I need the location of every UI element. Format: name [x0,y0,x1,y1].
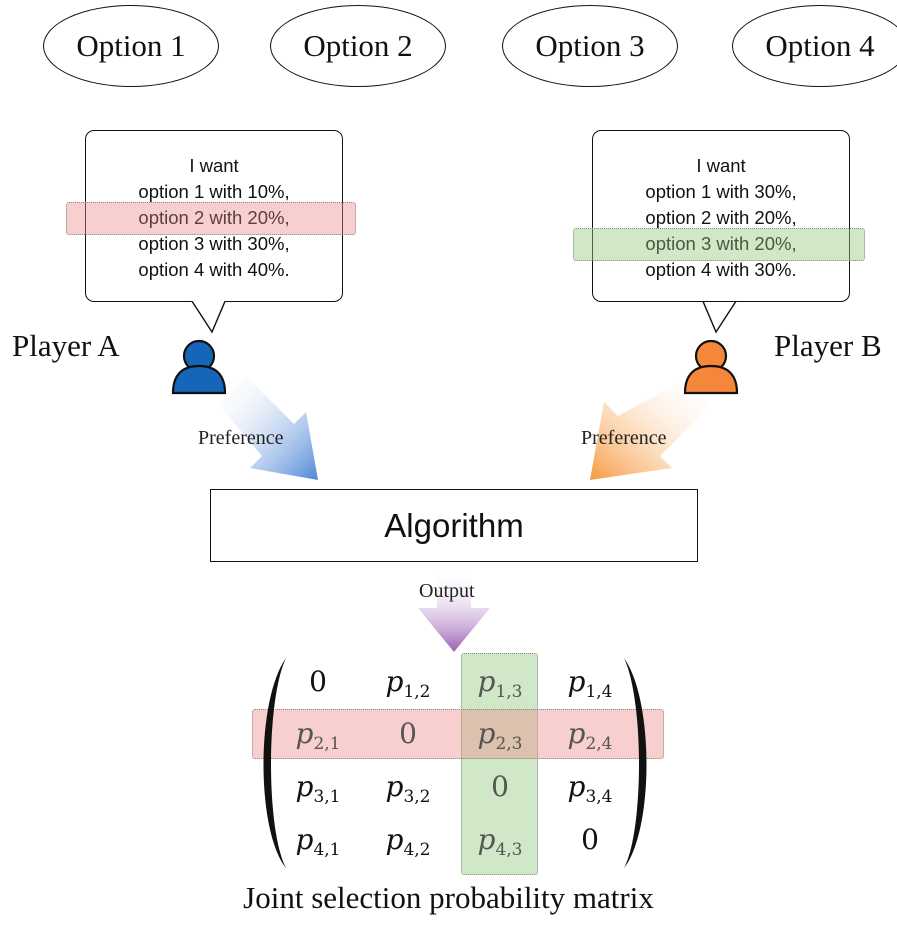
matrix-cell-symbol: p [385,823,404,856]
matrix-cell-subscript: 1,4 [585,682,613,702]
player-b-bubble-tail [703,301,736,332]
player-a-bubble-tail [192,301,225,332]
matrix-column-highlight [461,653,538,875]
bubble-line: option 4 with 40%. [138,259,290,280]
matrix-cell-subscript: 3,1 [313,787,341,807]
matrix-cell-symbol: p [477,717,496,750]
option-2-ellipse: Option 2 [270,5,446,87]
preference-arrow-a [218,376,318,480]
matrix-left-paren [263,658,286,868]
matrix-cell-symbol: p [295,717,314,750]
player-a-person-icon [171,339,227,395]
bubble-line: I want [189,155,239,176]
matrix-row-highlight [252,709,664,759]
matrix-cell-symbol: p [567,770,586,803]
matrix-cell: p1,4 [545,662,635,712]
matrix-cell-symbol: p [567,717,586,750]
bubble-line: option 4 with 30%. [645,259,797,280]
bubble-line: option 3 with 30%, [138,233,290,254]
matrix-cell-symbol: p [385,770,404,803]
player-a-label: Player A [12,328,120,363]
player-a-preference-label: Preference [198,427,284,449]
player-b-highlight [573,228,865,261]
matrix-cell: p3,2 [363,767,453,817]
matrix-cell-symbol: p [567,665,586,698]
matrix-cell: p4,3 [455,820,545,870]
matrix-cell-symbol: p [295,770,314,803]
matrix-cell-symbol: p [295,823,314,856]
matrix-cell: p3,4 [545,767,635,817]
matrix-cell: 0 [309,665,327,698]
matrix-cell-subscript: 3,2 [403,787,431,807]
matrix-right-paren [624,658,647,868]
bubble-line: option 2 with 20%, [645,207,797,228]
player-a-bubble-text: I want option 1 with 10%, option 2 with … [85,153,343,283]
matrix-cell: 0 [491,770,509,803]
matrix-cell: p3,1 [273,767,363,817]
bubble-line: option 2 with 20%, [138,207,290,228]
matrix-cell: p4,2 [363,820,453,870]
option-1-ellipse: Option 1 [43,5,219,87]
matrix-cell-subscript: 3,4 [585,787,613,807]
matrix-cell-subscript: 2,4 [585,734,613,754]
player-b-preference-label: Preference [581,427,667,449]
matrix-cell-symbol: p [477,665,496,698]
player-a-highlight [66,202,356,235]
matrix-cell: p2,1 [273,714,363,764]
matrix-cell: 0 [581,823,599,856]
matrix-cell: p1,2 [363,662,453,712]
bubble-line: option 1 with 10%, [138,181,290,202]
matrix-cell-subscript: 1,3 [495,682,523,702]
algorithm-box: Algorithm [210,489,698,562]
matrix-cell-subscript: 4,3 [495,840,523,860]
option-3-ellipse: Option 3 [502,5,678,87]
matrix-cell-symbol: p [477,823,496,856]
matrix-cell: 0 [399,717,417,750]
matrix-caption: Joint selection probability matrix [243,880,654,915]
preference-arrow-b [590,380,710,480]
option-4-ellipse: Option 4 [732,5,897,87]
player-b-bubble-text: I want option 1 with 30%, option 2 with … [592,153,850,283]
player-b-person-icon [683,339,739,395]
matrix-cell: p2,3 [455,714,545,764]
output-arrow [418,568,490,652]
output-label: Output [419,580,475,602]
matrix-cell: p4,1 [273,820,363,870]
player-b-label: Player B [774,328,882,363]
player-a-speech-bubble [85,130,343,302]
player-b-speech-bubble [592,130,850,302]
matrix-cell-subscript: 4,2 [403,840,431,860]
matrix-cell-subscript: 2,3 [495,734,523,754]
matrix-cell: p2,4 [545,714,635,764]
matrix-cell: p1,3 [455,662,545,712]
matrix-cell-subscript: 2,1 [313,734,341,754]
bubble-line: option 3 with 20%, [645,233,797,254]
matrix-cell-symbol: p [385,665,404,698]
matrix-cell-subscript: 1,2 [403,682,431,702]
bubble-line: I want [696,155,746,176]
matrix-cell-subscript: 4,1 [313,840,341,860]
bubble-line: option 1 with 30%, [645,181,797,202]
